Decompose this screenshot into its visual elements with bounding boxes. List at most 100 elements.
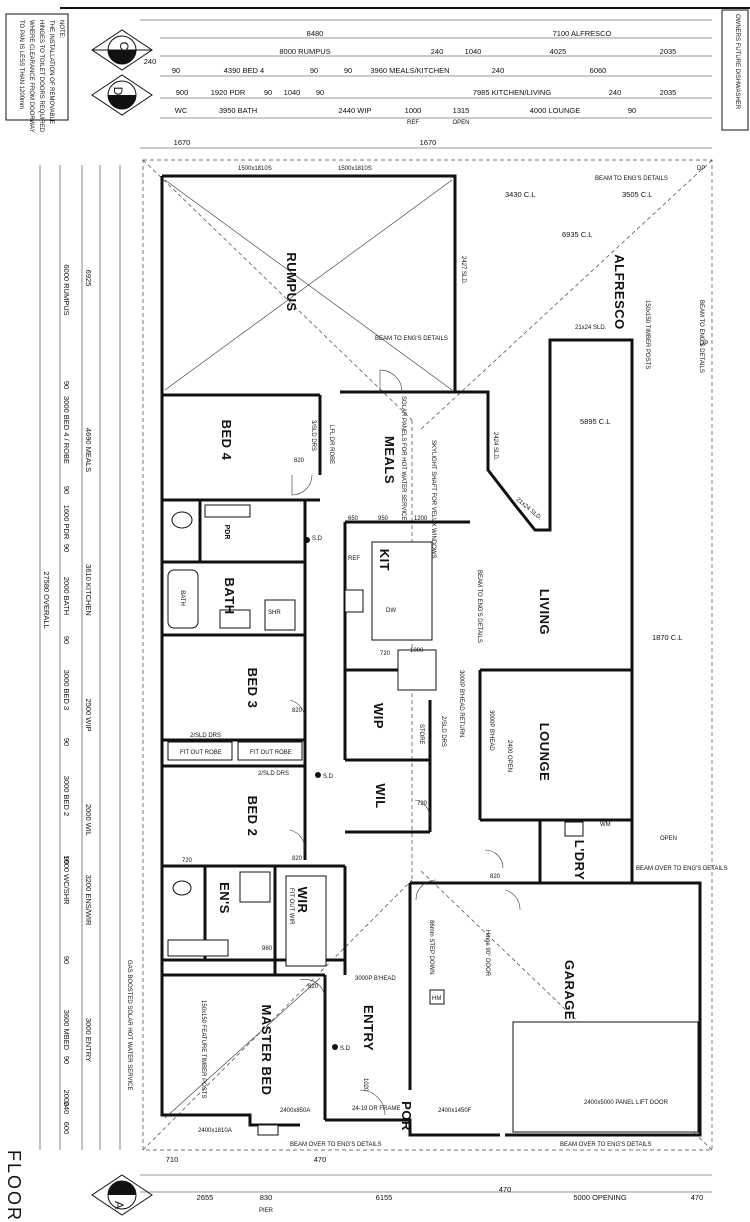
ann-sd2: S.D <box>323 774 334 780</box>
roof-hip-1 <box>142 159 413 421</box>
dim-8480: 8480 <box>307 29 324 38</box>
dim-830: 830 <box>260 1193 273 1202</box>
note-line-1: THE INSTALLATION OF REMOVABLE <box>48 20 54 124</box>
ann-sd1: S.D <box>312 536 323 542</box>
ann-fit-robe1: FIT OUT ROBE <box>180 750 222 756</box>
room-rumpus: RUMPUS <box>284 252 299 311</box>
dim-pier: PIER <box>259 1208 274 1214</box>
dim-wip: 2440 WIP <box>339 106 372 115</box>
room-living: LIVING <box>537 589 552 635</box>
smoke-detectors <box>304 537 338 1050</box>
room-bed4: BED 4 <box>219 420 234 461</box>
left-dimensions: 27580 OVERALL <box>39 165 121 1150</box>
ann-bhead-return: 3000P B'HEAD RETURN <box>458 670 464 737</box>
dim-alfresco: 7100 ALFRESCO <box>553 29 612 38</box>
ann-1200: 1200 <box>414 516 428 522</box>
ann-1020: 1020 <box>362 1078 368 1092</box>
ann-w2400-1810: 2400x1810A <box>198 1128 232 1134</box>
dim-90c: 90 <box>344 66 352 75</box>
ann-820e: 820 <box>490 874 501 880</box>
ann-cl4: 5895 C.L <box>580 417 610 426</box>
room-wil: WIL <box>373 783 388 808</box>
left-dim-label: 90 <box>62 636 71 644</box>
ann-bhead-lounge: 3000P B'HEAD <box>488 710 494 751</box>
ann-dp2: DP <box>700 341 708 347</box>
ens-vanity <box>167 939 229 957</box>
left-dim-label: 240 <box>62 1102 71 1115</box>
note-line-4: TO PAN IS LESS THAN 1200mm <box>18 20 24 109</box>
laundry-tub <box>564 821 584 837</box>
dim-710: 710 <box>166 1155 179 1164</box>
dim-kitchen-living: 7985 KITCHEN/LIVING <box>473 88 552 97</box>
dim-4025: 4025 <box>550 47 567 56</box>
room-lounge: LOUNGE <box>537 723 552 782</box>
ann-w1500a: 1500x1810S <box>238 166 272 172</box>
door-swings <box>289 369 521 1116</box>
ann-lfl-robe: LFL DR ROBE <box>328 425 334 464</box>
pdr-toilet <box>171 511 193 529</box>
dim-pdr: 1920 PDR <box>211 88 246 97</box>
ann-open-2400: 2400 OPEN <box>506 740 512 772</box>
fixtures: BATH <box>167 504 699 1136</box>
marker-d-label: D <box>111 87 125 96</box>
ann-step: 86mm STEP DOWN <box>428 920 434 975</box>
ann-980: 980 <box>262 946 273 952</box>
room-labels: RUMPUS ALFRESCO BED 4 MEALS PDR BATH KIT… <box>217 252 627 1131</box>
ann-720a: 720 <box>182 858 193 864</box>
left-dim-label: 90 <box>62 381 71 389</box>
ann-door-gar: Hinge 90° DOOR <box>484 930 490 977</box>
left-dim-label: 1600 PDR <box>62 505 71 540</box>
dim-2035a: 2035 <box>660 47 677 56</box>
garage-car-outline <box>512 1021 699 1133</box>
ann-beam-garage: BEAM OVER TO ENG'S DETAILS <box>636 866 728 872</box>
top-dimensions: 8480 7100 ALFRESCO 8000 RUMPUS 240 1040 … <box>140 19 712 149</box>
bath-tub <box>167 569 199 629</box>
left-dim-label: 90 <box>62 738 71 746</box>
left-dim-label: 90 <box>62 1056 71 1064</box>
ann-cl5: 1870 C.L <box>652 633 682 642</box>
ann-sld-drs4: 2/SLD DRS <box>440 716 446 747</box>
ann-beam-bottom1: BEAM OVER TO ENG'S DETAILS <box>290 1142 382 1148</box>
left-dim2-label: 4690 MEALS <box>84 428 93 472</box>
ann-hm: HM <box>432 996 441 1002</box>
left-dim2-label: 3610 KITCHEN <box>84 564 93 616</box>
dim-meals-kitchen: 3960 MEALS/KITCHEN <box>370 66 449 75</box>
room-diagonals <box>164 179 453 1119</box>
left-dim-label: 3000 BED 3 <box>62 670 71 710</box>
bath-basin <box>219 609 251 629</box>
dim-ref: REF <box>407 120 419 126</box>
room-alfresco: ALFRESCO <box>612 254 627 330</box>
svg-text:BATH: BATH <box>179 590 185 606</box>
dim-90e: 90 <box>316 88 324 97</box>
room-entry: ENTRY <box>361 1005 376 1051</box>
ann-sd3: S.D <box>340 1046 351 1052</box>
ann-cl2: 3505 C.L <box>622 190 652 199</box>
ann-cl1: 3430 C.L <box>505 190 535 199</box>
dim-240b: 240 <box>492 66 505 75</box>
ann-1000: 1000 <box>410 648 424 654</box>
ann-fit-wir: FIT OUT WIR <box>288 888 294 925</box>
note-line-2: HINGES TO TOILET DOORS REQUIRED <box>38 20 44 133</box>
ann-bhead-entry: 3000P B'HEAD <box>355 976 396 982</box>
left-dim2-label: 2500 WIP <box>84 699 93 732</box>
section-marker-a: A <box>91 1174 153 1216</box>
ann-shr: SHR <box>268 610 281 616</box>
left-dim2-label: 3200 ENS/WIR <box>84 875 93 926</box>
marker-c-label: C <box>117 42 131 51</box>
dim-900: 900 <box>176 88 189 97</box>
ann-garage-door: 2400x5000 PANEL LIFT DOOR <box>584 1100 669 1106</box>
dim-1315: 1315 <box>453 106 470 115</box>
ann-820a: 820 <box>294 458 305 464</box>
ann-sld-drs1: 2/SLD DRS <box>190 733 221 739</box>
left-dim-label: 90 <box>62 486 71 494</box>
left-dim2-label: 6925 <box>84 270 93 287</box>
dim-1040b: 1040 <box>284 88 301 97</box>
room-meals: MEALS <box>382 436 397 484</box>
room-kit: KIT <box>377 549 392 571</box>
dim-1670b: 1670 <box>420 138 437 147</box>
room-wip: WIP <box>371 703 386 729</box>
interior-walls <box>162 393 632 1120</box>
ann-720b: 720 <box>417 801 428 807</box>
